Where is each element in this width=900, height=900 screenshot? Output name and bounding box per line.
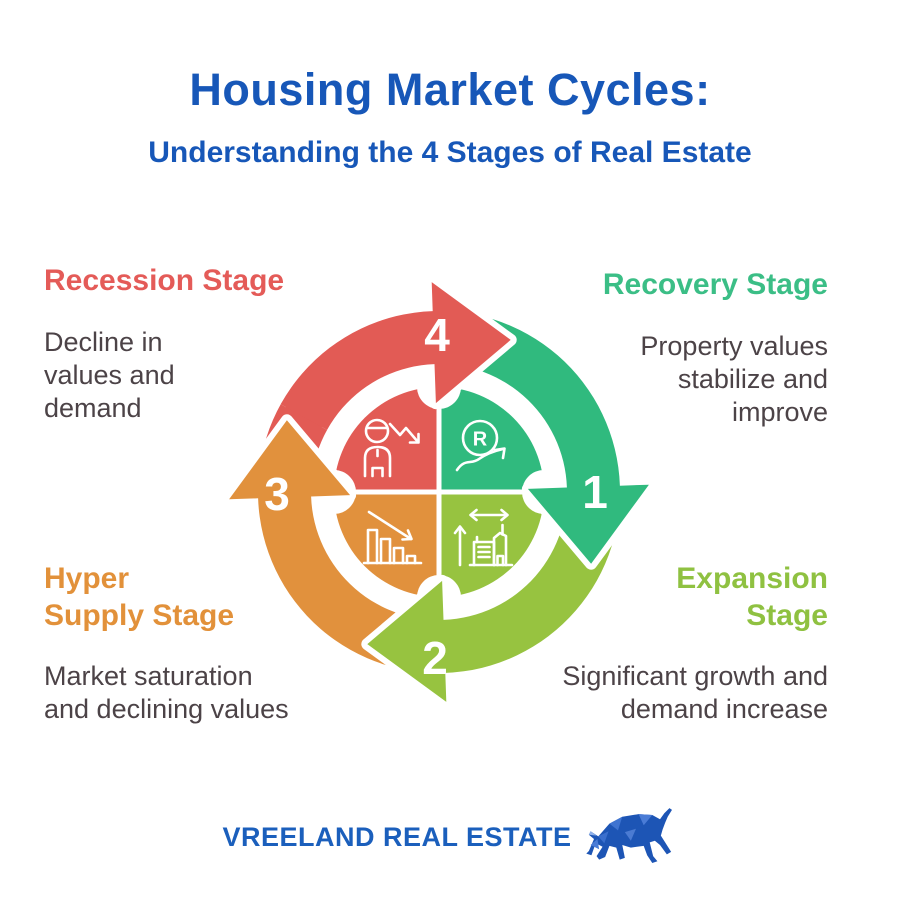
stage-description-recession: Decline in values and demand	[44, 326, 175, 423]
cycle-arrow-hyper-supply	[223, 414, 464, 679]
stage-number-expansion: 2	[422, 632, 448, 684]
stage-heading-recession: Recession Stage	[44, 264, 285, 297]
stage-heading-hyper-supply: Hyper Supply Stage	[44, 562, 235, 632]
stage-description-recovery: Property values stabilize and improve	[640, 330, 828, 427]
price-recovery-icon-letter: R	[473, 429, 488, 451]
stage-block-recession: Recession Stage Decline in values and de…	[44, 263, 364, 425]
price-recovery-icon: R	[455, 419, 506, 472]
stage-heading-expansion: Expansion Stage	[676, 562, 828, 632]
brand-name: VREELAND REAL ESTATE	[222, 821, 572, 852]
stage-description-hyper-supply: Market saturation and declining values	[44, 661, 289, 725]
quadrant-hyper-supply	[334, 492, 439, 597]
bull-logo-icon	[585, 808, 672, 863]
page-title: Housing Market Cycles:	[189, 64, 711, 115]
stage-block-recovery: Recovery Stage Property values stabilize…	[508, 267, 828, 429]
quadrant-expansion	[439, 492, 544, 597]
page-subtitle: Understanding the 4 Stages of Real Estat…	[148, 136, 752, 169]
building-growth-icon	[453, 508, 514, 567]
declining-bar-chart-icon	[362, 510, 423, 565]
stage-block-hyper-supply: Hyper Supply Stage Market saturation and…	[44, 561, 364, 727]
stage-number-recovery: 1	[582, 466, 608, 518]
brand-footer: VREELAND REAL ESTATE	[0, 802, 900, 872]
person-value-decline-icon	[363, 418, 420, 478]
cycle-arrow-expansion	[361, 467, 626, 708]
stage-number-recession: 4	[424, 309, 450, 361]
cycle-wheel: 1 2 3 4 R	[223, 276, 655, 708]
quadrant-dividers	[334, 387, 544, 597]
quadrant-recession	[334, 387, 439, 492]
quadrant-recovery	[439, 387, 544, 492]
stage-heading-recovery: Recovery Stage	[602, 268, 828, 301]
stage-block-expansion: Expansion Stage Significant growth and d…	[508, 561, 828, 727]
cycle-arrow-recovery	[414, 305, 655, 570]
stage-number-hyper-supply: 3	[264, 468, 290, 520]
stage-description-expansion: Significant growth and demand increase	[562, 661, 828, 725]
